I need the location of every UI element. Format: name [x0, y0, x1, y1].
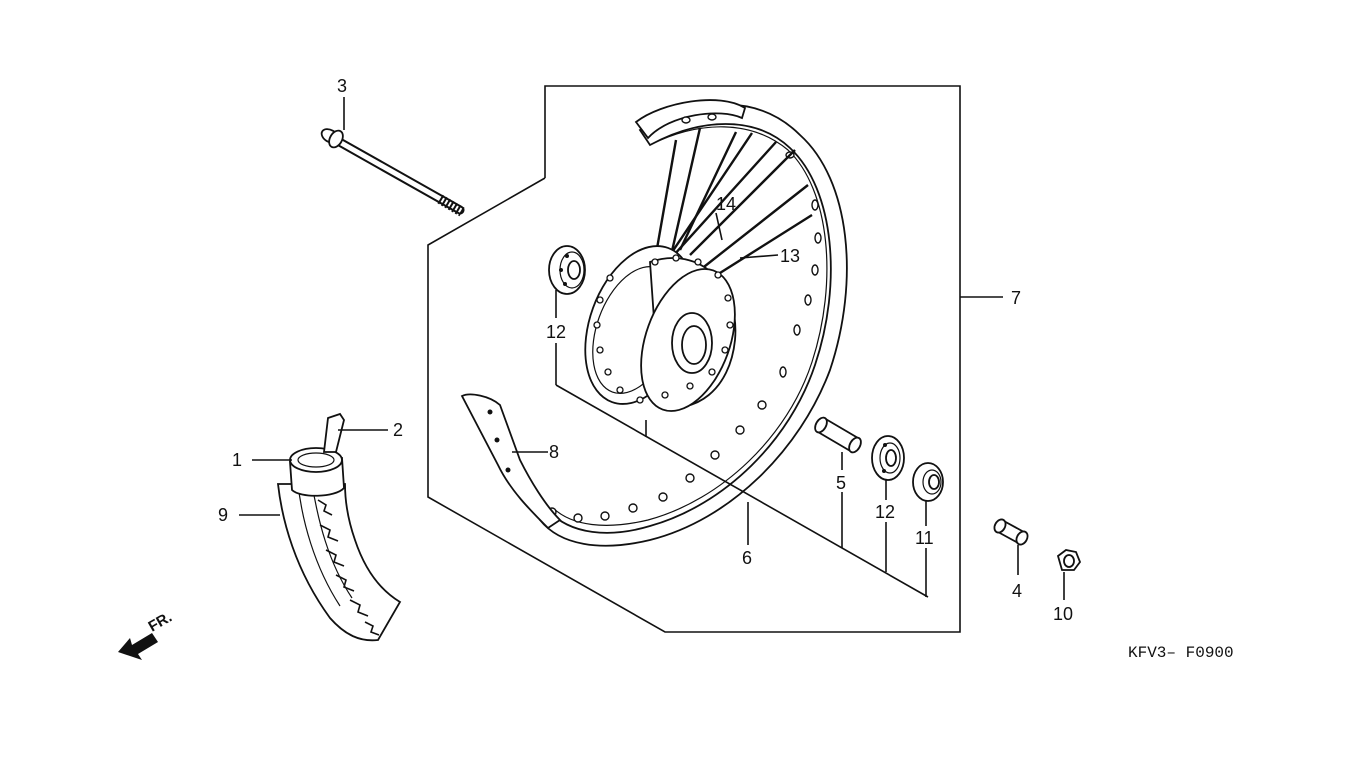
- figure-code: KFV3– F0900: [1128, 644, 1234, 662]
- inner-tube: [289, 447, 345, 497]
- front-direction-arrow: [118, 633, 158, 660]
- callout-4: 4: [1012, 581, 1022, 601]
- callout-11: 11: [915, 528, 934, 548]
- distance-collar: [814, 416, 862, 454]
- dust-seal: [912, 462, 944, 502]
- tire: [276, 483, 402, 642]
- callout-13: 13: [780, 246, 800, 266]
- rim-spoke-holes: [547, 113, 822, 523]
- wheel-hub: [584, 245, 737, 412]
- wheel-rim: [538, 99, 848, 547]
- bearing-right: [871, 435, 905, 481]
- callout-2: 2: [393, 420, 403, 440]
- callout-9: 9: [218, 505, 228, 525]
- front-direction-label: FR.: [146, 609, 175, 636]
- hub-flange-holes: [593, 254, 734, 404]
- callout-1: 1: [232, 450, 242, 470]
- callout-numbers: 1 2 3 4 5 6 7 8 9 10 11 12 12 13 14: [218, 76, 1073, 624]
- callout-5: 5: [836, 473, 846, 493]
- callout-14: 14: [716, 194, 736, 214]
- bearing-left: [548, 245, 586, 295]
- valve-stem: [322, 412, 345, 453]
- side-collar: [993, 518, 1029, 546]
- assembly-boundary: [427, 85, 961, 633]
- rim-band: [460, 393, 562, 530]
- tire-tread-pattern: [317, 499, 380, 636]
- callout-12-right: 12: [875, 502, 895, 522]
- callout-10: 10: [1053, 604, 1073, 624]
- axle-bolt: [320, 128, 465, 217]
- callout-3: 3: [337, 76, 347, 96]
- callout-8: 8: [549, 442, 559, 462]
- callout-6: 6: [742, 548, 752, 568]
- callout-7: 7: [1011, 288, 1021, 308]
- axle-nut: [1056, 549, 1082, 571]
- callout-12-left: 12: [546, 322, 566, 342]
- leader-lines: [239, 212, 1065, 600]
